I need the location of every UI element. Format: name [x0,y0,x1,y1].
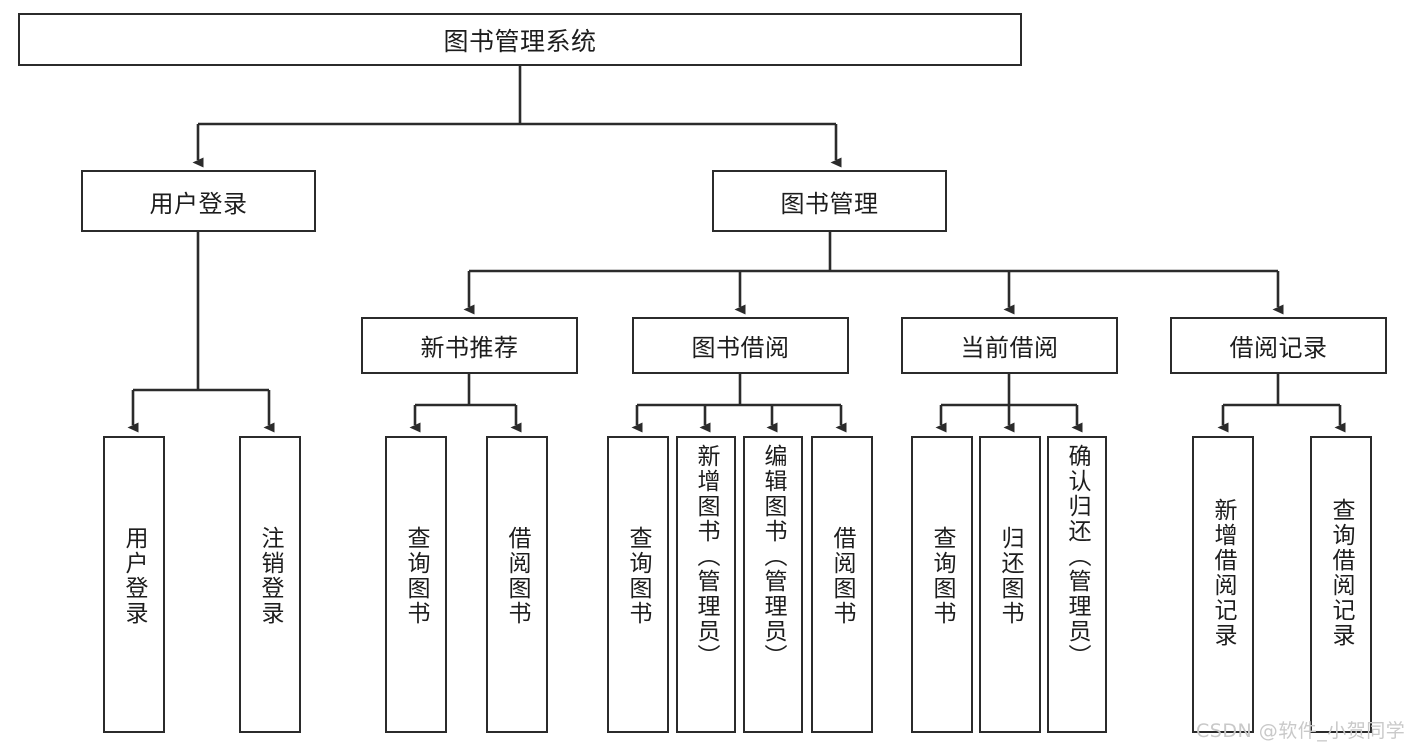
leaf-query-book-current[interactable]: 查询图书 [911,436,973,733]
node-book-borrow[interactable]: 图书借阅 [632,317,849,374]
node-user-login[interactable]: 用户登录 [81,170,316,232]
leaf-confirm-return-admin[interactable]: 确认归还（管理员） [1047,436,1107,733]
node-new-book-recommend[interactable]: 新书推荐 [361,317,578,374]
node-label: 当前借阅 [960,334,1059,362]
node-label: 归还图书 [997,526,1024,626]
node-label: 新增图书（管理员） [693,444,720,669]
leaf-borrow-book[interactable]: 借阅图书 [811,436,873,733]
leaf-borrow-book-recommend[interactable]: 借阅图书 [486,436,548,733]
leaf-add-borrow-record[interactable]: 新增借阅记录 [1192,436,1254,733]
node-label: 查询图书 [929,526,956,626]
node-label: 借阅图书 [504,526,531,626]
node-label: 查询图书 [625,526,652,626]
node-label: 用户登录 [149,189,248,218]
node-book-management[interactable]: 图书管理 [712,170,947,232]
node-label: 编辑图书（管理员） [760,444,787,669]
node-borrow-record[interactable]: 借阅记录 [1170,317,1387,374]
node-label: 借阅记录 [1229,334,1328,362]
leaf-user-login[interactable]: 用户登录 [103,436,165,733]
node-label: 新增借阅记录 [1210,498,1237,648]
node-label: 新书推荐 [420,334,519,362]
node-label: 图书管理系统 [443,26,597,56]
node-label: 图书管理 [780,189,879,218]
node-label: 图书借阅 [691,334,790,362]
node-label: 确认归还（管理员） [1064,444,1091,669]
leaf-query-book-borrow[interactable]: 查询图书 [607,436,669,733]
csdn-watermark: CSDN @软件_小贺同学 [1196,720,1405,742]
node-root-system[interactable]: 图书管理系统 [18,13,1022,66]
node-label: 用户登录 [121,526,148,626]
leaf-add-book-admin[interactable]: 新增图书（管理员） [676,436,736,733]
node-label: 查询借阅记录 [1328,498,1355,648]
node-current-borrow[interactable]: 当前借阅 [901,317,1118,374]
leaf-return-book[interactable]: 归还图书 [979,436,1041,733]
leaf-logout[interactable]: 注销登录 [239,436,301,733]
leaf-query-book-recommend[interactable]: 查询图书 [385,436,447,733]
leaf-query-borrow-record[interactable]: 查询借阅记录 [1310,436,1372,733]
node-label: 查询图书 [403,526,430,626]
leaf-edit-book-admin[interactable]: 编辑图书（管理员） [743,436,803,733]
node-label: 注销登录 [257,526,284,626]
node-label: 借阅图书 [829,526,856,626]
